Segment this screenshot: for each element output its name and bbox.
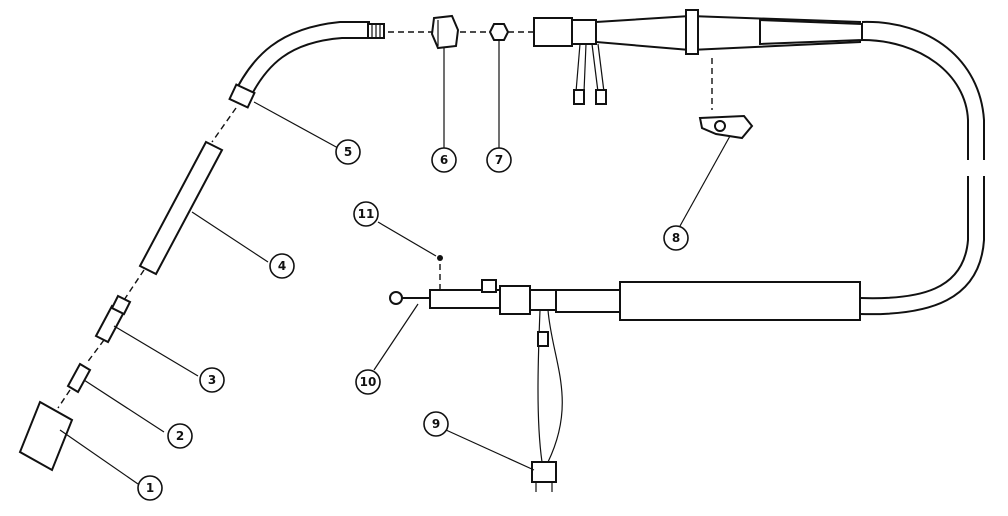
assembly-lines	[57, 31, 713, 409]
callout-2: 2	[167, 423, 193, 449]
callout-label: 8	[672, 231, 680, 245]
nut-part-7	[488, 23, 510, 41]
clip-part-8	[698, 114, 754, 140]
callout-11: 11	[353, 201, 379, 227]
callout-1: 1	[137, 475, 163, 501]
nozzle-part-1	[18, 400, 74, 472]
ball-part-11	[437, 255, 443, 261]
callout-label: 9	[432, 417, 440, 431]
callout-10: 10	[355, 369, 381, 395]
tube-part-4	[138, 140, 224, 276]
callout-9: 9	[423, 411, 449, 437]
nut-part-6	[430, 14, 460, 50]
callout-label: 5	[344, 145, 352, 159]
callout-label: 1	[146, 481, 154, 495]
hose-upper-left	[228, 21, 385, 109]
upper-gun-body	[533, 9, 863, 105]
callout-6: 6	[431, 147, 457, 173]
callout-label: 7	[495, 153, 503, 167]
callout-label: 11	[358, 207, 375, 221]
callout-8: 8	[663, 225, 689, 251]
callout-5: 5	[335, 139, 361, 165]
callout-7: 7	[486, 147, 512, 173]
lower-gun-body	[389, 279, 861, 492]
fitting-part-3	[94, 294, 132, 344]
callout-label: 3	[208, 373, 216, 387]
tip-part-2	[66, 362, 92, 394]
leader-lines	[59, 40, 731, 485]
hose-right-loop	[859, 20, 985, 316]
callout-3: 3	[199, 367, 225, 393]
callout-4: 4	[269, 253, 295, 279]
threaded-end	[367, 23, 385, 39]
callout-label: 6	[440, 153, 448, 167]
callout-label: 4	[278, 259, 286, 273]
callout-label: 2	[176, 429, 184, 443]
callout-label: 10	[360, 375, 377, 389]
